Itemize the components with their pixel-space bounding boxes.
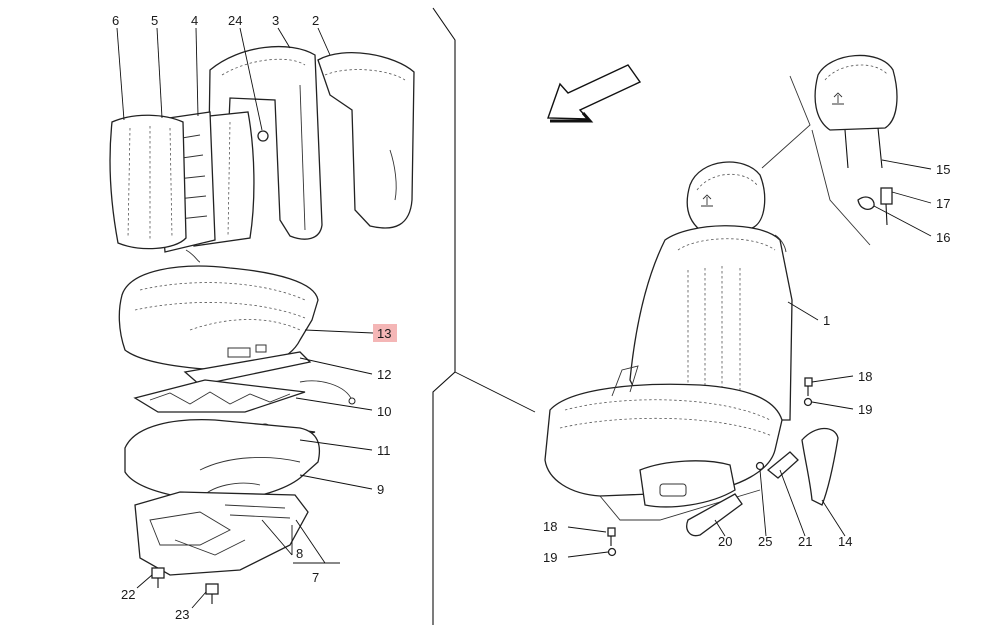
callout-6[interactable]: 6 <box>112 13 119 28</box>
part-18-screw-lower <box>607 527 616 546</box>
part-21-strip <box>766 451 799 479</box>
trident-emblem-icon <box>832 92 844 105</box>
direction-arrow-icon <box>547 64 642 123</box>
trident-emblem-icon <box>701 194 713 207</box>
part-18-screw-upper <box>804 377 813 396</box>
part-3-backrest-frame <box>207 45 323 240</box>
callout-21[interactable]: 21 <box>798 534 812 549</box>
part-16-clip <box>857 196 875 211</box>
seat-side-trim <box>639 460 736 508</box>
callout-4[interactable]: 4 <box>191 13 198 28</box>
callout-highlight <box>373 324 397 342</box>
part-20-trim <box>686 493 743 537</box>
part-19-washer-upper <box>803 397 813 407</box>
callout-15[interactable]: 15 <box>936 162 950 177</box>
callout-14[interactable]: 14 <box>838 534 852 549</box>
panel-divider <box>432 7 456 625</box>
callout-9[interactable]: 9 <box>377 482 384 497</box>
callout-18-upper[interactable]: 18 <box>858 369 872 384</box>
part-22-bolt <box>151 567 165 588</box>
part-23-bolt <box>205 583 219 604</box>
leader-lines <box>116 27 932 609</box>
callout-8[interactable]: 8 <box>296 546 303 561</box>
callout-10[interactable]: 10 <box>377 404 391 419</box>
part-9-foam-cushion <box>124 419 321 501</box>
part-6-back-cover <box>109 114 187 250</box>
part-8-seat-frame <box>134 491 309 576</box>
part-15-headrest <box>814 54 898 131</box>
callout-7[interactable]: 7 <box>312 570 319 585</box>
part-10-heating-mat <box>133 379 306 413</box>
callout-13[interactable]: 13 <box>377 326 391 341</box>
part-24-clip <box>257 130 269 142</box>
callout-11[interactable]: 11 <box>377 443 391 458</box>
callout-16[interactable]: 16 <box>936 230 950 245</box>
callout-25[interactable]: 25 <box>758 534 772 549</box>
callout-18-lower[interactable]: 18 <box>543 519 557 534</box>
callout-24[interactable]: 24 <box>228 13 242 28</box>
callout-23[interactable]: 23 <box>175 607 189 622</box>
callout-19-upper[interactable]: 19 <box>858 402 872 417</box>
callout-2[interactable]: 2 <box>312 13 319 28</box>
part-19-washer-lower <box>607 547 617 557</box>
part-2-backrest-shell <box>317 52 415 229</box>
part-12-sheet <box>183 351 312 386</box>
callout-12[interactable]: 12 <box>377 367 391 382</box>
callout-17[interactable]: 17 <box>936 196 950 211</box>
callout-5[interactable]: 5 <box>151 13 158 28</box>
part-25-nut <box>755 461 765 471</box>
part-13-cushion-cover <box>118 265 319 371</box>
part-14-side-cover <box>801 427 839 506</box>
seat-headrest <box>686 161 766 231</box>
callout-22[interactable]: 22 <box>121 587 135 602</box>
callout-20[interactable]: 20 <box>718 534 732 549</box>
callout-3[interactable]: 3 <box>272 13 279 28</box>
callout-1[interactable]: 1 <box>823 313 830 328</box>
part-17-guide <box>880 187 893 226</box>
callout-19-lower[interactable]: 19 <box>543 550 557 565</box>
